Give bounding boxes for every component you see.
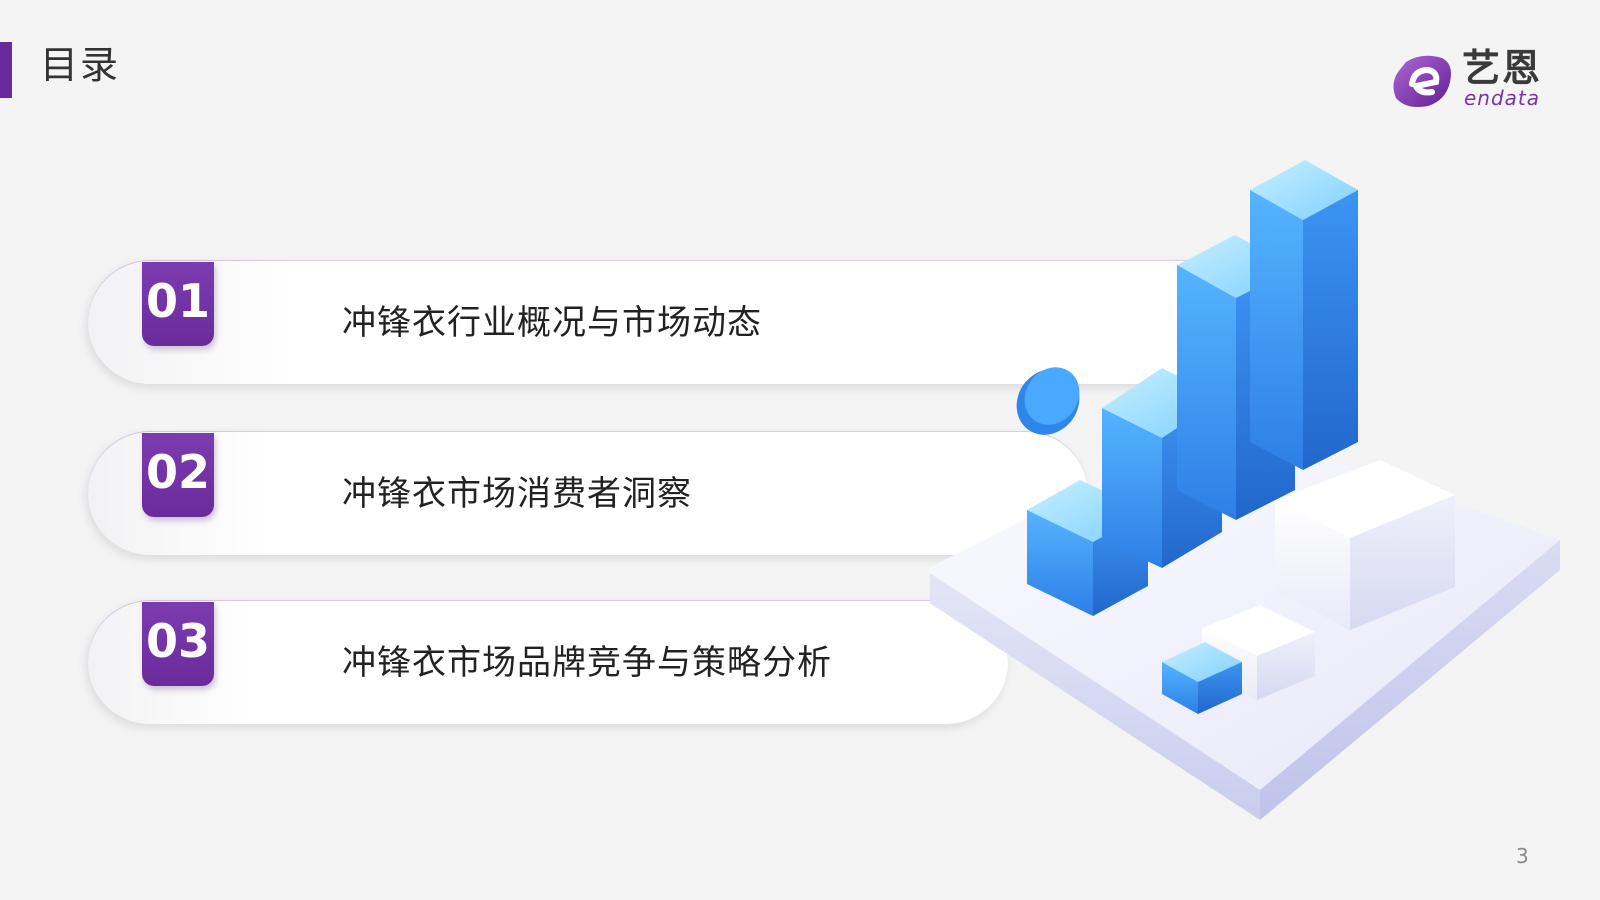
menu-item-label: 冲锋衣市场消费者洞察 — [342, 474, 692, 514]
menu-item-02[interactable]: 02 冲锋衣市场消费者洞察 — [88, 431, 1088, 555]
logo-text-en: endata — [1464, 86, 1541, 110]
page-number: 3 — [1516, 844, 1529, 868]
title-accent-bar — [0, 42, 12, 98]
3d-bar-chart-illustration — [930, 160, 1560, 820]
brand-logo: 艺恩 endata — [1392, 46, 1562, 114]
page-title: 目录 — [40, 43, 121, 87]
menu-number-badge: 01 — [142, 262, 214, 346]
menu-number-badge: 03 — [142, 602, 214, 686]
menu-item-label: 冲锋衣市场品牌竞争与策略分析 — [342, 643, 832, 683]
menu-item-label: 冲锋衣行业概况与市场动态 — [342, 303, 762, 343]
logo-text-cn: 艺恩 — [1462, 46, 1543, 90]
menu-item-03[interactable]: 03 冲锋衣市场品牌竞争与策略分析 — [88, 600, 1008, 724]
endata-logo-icon — [1393, 55, 1451, 107]
menu-number-badge: 02 — [142, 433, 214, 517]
menu-item-01[interactable]: 01 冲锋衣行业概况与市场动态 — [88, 260, 1248, 384]
